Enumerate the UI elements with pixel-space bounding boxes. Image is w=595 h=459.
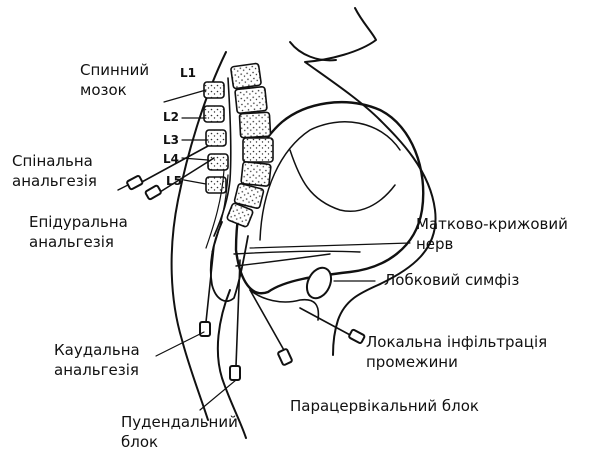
fetus-fold	[290, 150, 395, 211]
level-label-l4: L4	[163, 152, 179, 166]
label-pudendal-block: Пудендальний блок	[121, 412, 238, 452]
label-spinal-cord: Спинний мозок	[80, 60, 149, 100]
label-perineal-infiltration: Локальна інфільтрація промежини	[366, 332, 547, 372]
level-label-l1: L1	[180, 66, 196, 80]
label-epidural-analgesia: Епідуральна анальгезія	[29, 212, 128, 252]
uterosacral-nerve	[234, 251, 360, 266]
level-label-l5: L5	[166, 174, 182, 188]
level-label-l3: L3	[163, 133, 179, 147]
pubic-symphysis-bone	[302, 264, 335, 302]
uterus-inner	[260, 122, 400, 240]
perineal-needle	[300, 308, 365, 344]
label-pubic-symphysis: Лобковий симфіз	[384, 270, 519, 290]
label-caudal-analgesia: Каудальна анальгезія	[54, 340, 140, 380]
vertebral-column	[226, 63, 273, 227]
label-uterosacral-nerve: Матково-крижовий нерв	[416, 214, 568, 254]
label-paracervical-block: Парацервікальний блок	[290, 396, 479, 416]
pudendal-needle	[230, 260, 240, 380]
spinous-processes	[204, 82, 228, 193]
level-label-l2: L2	[163, 110, 179, 124]
label-spinal-analgesia: Спінальна анальгезія	[12, 151, 97, 191]
caudal-needle	[200, 246, 214, 336]
